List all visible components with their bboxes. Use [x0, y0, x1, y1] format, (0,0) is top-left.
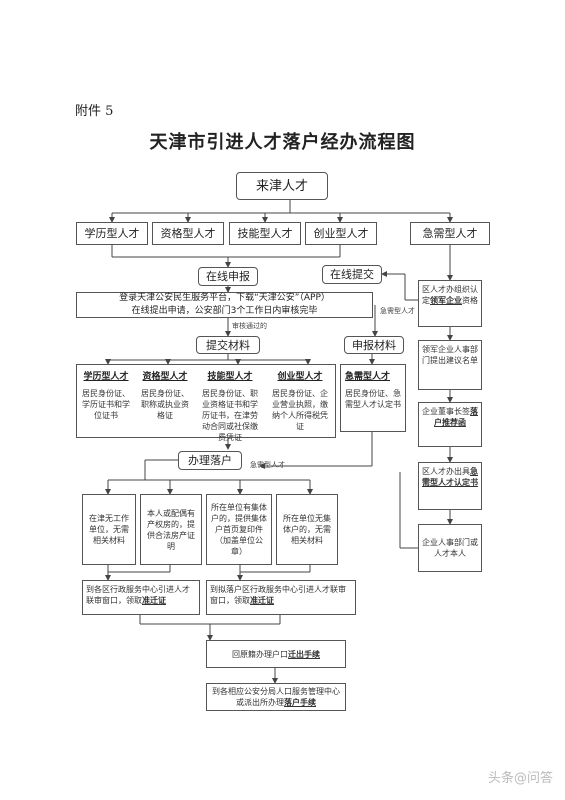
moveout-text: 回原籍办理户口 — [232, 649, 288, 659]
annex-label: 附件 5 — [75, 104, 114, 119]
node-apply-materials: 申报材料 — [344, 336, 404, 354]
right-1-em: 领军企业 — [430, 296, 462, 305]
condition-no-collective: 所在单位无集体户的，无需相关材料 — [276, 494, 338, 565]
right-3-em: 落户推荐函 — [434, 407, 478, 427]
urgent-note-1: 急需型人才 — [380, 307, 415, 315]
material-urgent: 急需型人才 居民身份证、急需型人才认定书 — [340, 364, 406, 432]
node-category-qualification: 资格型人才 — [152, 222, 224, 245]
node-right-2: 领军企业人事部门提出建议名单 — [418, 340, 482, 390]
platform-line-2: 在线提出申请，公安部门3个工作日内审核完毕 — [131, 306, 318, 316]
office-1-text: 到各区行政服务中心引进人才联审窗口，领取 — [86, 585, 190, 605]
node-platform: 登录天津公安民生服务平台，下载“天津公安”（APP） 在线提出申请，公安部门3个… — [76, 292, 373, 318]
node-online-submit: 在线提交 — [322, 265, 382, 284]
node-category-skill: 技能型人才 — [229, 222, 301, 245]
material-skill-text: 居民身份证、职业资格证书和学历证书，在津劳动合同或社保缴费凭证 — [202, 389, 258, 442]
node-final: 到各相应公安分局人口服务管理中心或派出所办理落户手续 — [206, 683, 346, 711]
node-online-apply: 在线申报 — [198, 267, 258, 286]
moveout-emphasis: 迁出手续 — [288, 649, 320, 659]
right-1-pre: 区人才办组织认定 — [422, 285, 478, 305]
right-4-em: 急需型人才认定书 — [422, 467, 478, 487]
material-skill-head: 技能型人才 — [207, 372, 253, 382]
office-2-emphasis: 准迁证 — [250, 596, 274, 605]
node-top-talent: 来津人才 — [236, 172, 328, 200]
condition-no-employer: 在津无工作单位，无需相关材料 — [82, 494, 136, 565]
final-text: 到各相应公安分局人口服务管理中心或派出所办理 — [212, 687, 340, 707]
materials-group: 学历型人才 居民身份证、学历证书和学位证书 资格型人才 居民身份证、职称或执业资… — [76, 364, 336, 442]
page-title: 天津市引进人才落户经办流程图 — [149, 132, 416, 153]
condition-property: 本人或配偶有产权房的，提供合法房产证明 — [140, 494, 202, 565]
right-2-pre: 领军企业人事部门提出建议名单 — [422, 345, 478, 365]
node-category-entrepreneur: 创业型人才 — [305, 222, 377, 245]
node-moveout: 回原籍办理户口迁出手续 — [206, 640, 346, 668]
node-submit-materials: 提交材料 — [196, 336, 260, 354]
node-office-1: 到各区行政服务中心引进人才联审窗口，领取准迁证 — [82, 580, 200, 615]
urgent-note-2: 急需型人才 — [250, 461, 285, 469]
right-4-pre: 区人才办出具 — [422, 467, 470, 476]
material-qualification-head: 资格型人才 — [142, 372, 188, 382]
office-2-text: 到拟落户区行政服务中心引进人才联审窗口，领取 — [210, 585, 346, 605]
material-skill: 技能型人才 居民身份证、职业资格证书和学历证书，在津劳动合同或社保缴费凭证 — [195, 365, 265, 442]
node-office-2: 到拟落户区行政服务中心引进人才联审窗口，领取准迁证 — [206, 580, 356, 615]
node-category-academic: 学历型人才 — [76, 222, 148, 245]
platform-line-1: 登录天津公安民生服务平台，下载“天津公安”（APP） — [119, 293, 330, 303]
material-urgent-text: 居民身份证、急需型人才认定书 — [345, 389, 401, 409]
material-qualification: 资格型人才 居民身份证、职称或执业资格证 — [135, 365, 195, 437]
office-1-emphasis: 准迁证 — [142, 596, 166, 605]
material-academic-head: 学历型人才 — [83, 372, 129, 382]
watermark: 头条@问答 — [487, 771, 553, 786]
material-urgent-head: 急需型人才 — [345, 372, 391, 382]
right-3-pre: 企业董事长签 — [422, 407, 470, 416]
node-category-urgent: 急需型人才 — [410, 222, 490, 245]
material-entrepreneur-head: 创业型人才 — [277, 372, 323, 382]
material-academic: 学历型人才 居民身份证、学历证书和学位证书 — [77, 365, 135, 437]
review-passed-note: 审核通过的 — [232, 322, 267, 330]
node-right-5: 企业人事部门或人才本人 — [418, 524, 482, 572]
node-right-3: 企业董事长签落户推荐函 — [418, 402, 482, 447]
right-1-post: 资格 — [462, 296, 478, 305]
material-entrepreneur: 创业型人才 居民身份证、企业营业执照，缴纳个人所得税凭证 — [265, 365, 335, 437]
material-academic-text: 居民身份证、学历证书和学位证书 — [82, 389, 130, 420]
node-settle: 办理落户 — [178, 451, 242, 470]
node-right-1: 区人才办组织认定领军企业资格 — [418, 280, 482, 327]
node-right-4: 区人才办出具急需型人才认定书 — [418, 462, 482, 510]
material-qualification-text: 居民身份证、职称或执业资格证 — [141, 389, 189, 420]
condition-collective-household: 所在单位有集体户的，提供集体户首页复印件（加盖单位公章） — [206, 494, 272, 565]
material-entrepreneur-text: 居民身份证、企业营业执照，缴纳个人所得税凭证 — [272, 389, 328, 431]
final-emphasis: 落户手续 — [284, 698, 316, 707]
